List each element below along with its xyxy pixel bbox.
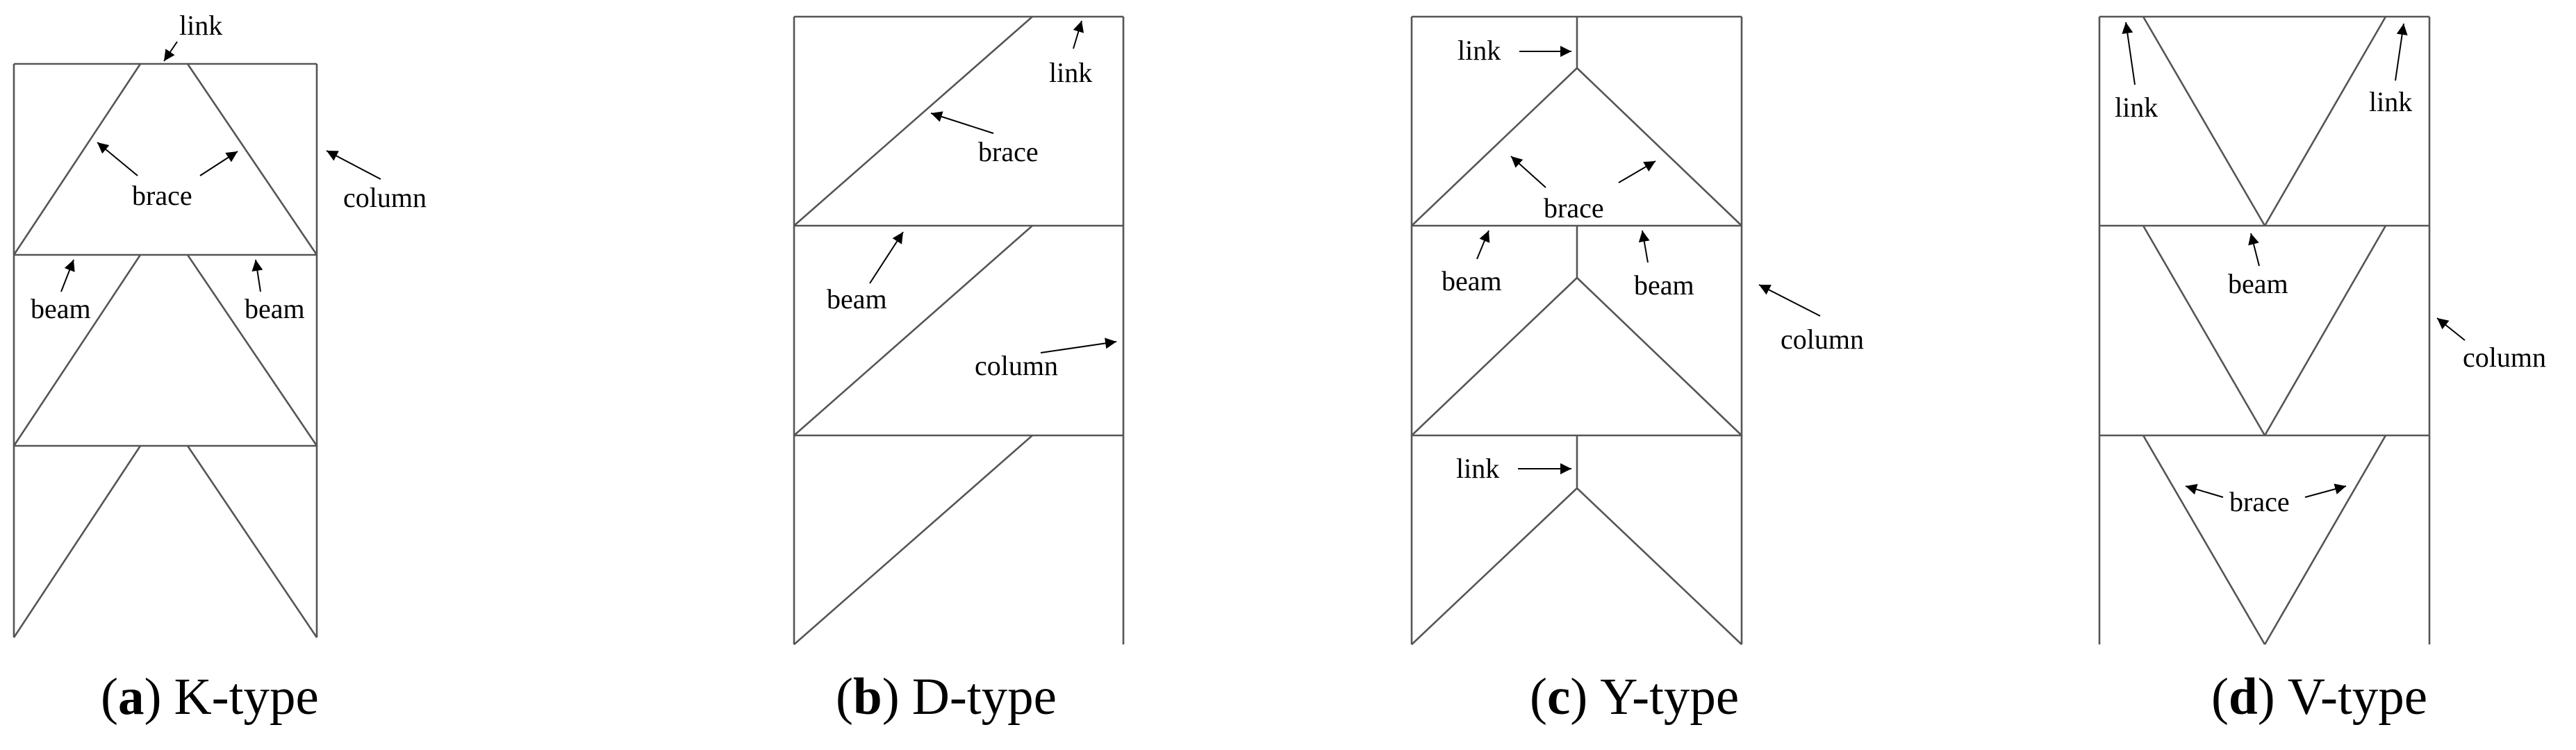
link-arrow-right (2395, 23, 2408, 81)
caption-open-paren: ( (836, 668, 853, 726)
caption-open-paren: ( (2211, 668, 2229, 726)
brace (2142, 435, 2266, 645)
beam-arrow (869, 231, 904, 284)
column-arrow (1758, 284, 1821, 317)
caption-v-type: (d)V-type (2211, 668, 2427, 726)
beam-label-right: beam (1634, 269, 1694, 301)
link-arrow-left (2122, 22, 2136, 85)
link-label: link (179, 10, 222, 41)
link-label: link (1049, 57, 1092, 88)
caption-title: D-type (912, 668, 1057, 726)
caption-letter: b (853, 668, 882, 726)
link-label-right: link (2369, 86, 2412, 117)
column-label: column (975, 350, 1058, 381)
brace (1411, 67, 1578, 226)
link-label-left: link (2115, 92, 2158, 123)
brace (1576, 488, 1742, 645)
brace-arrow (930, 111, 994, 134)
link-arrow (1073, 20, 1084, 49)
brace-arrow-left (1510, 156, 1546, 188)
brace (186, 63, 318, 256)
column-arrow (2436, 317, 2466, 341)
brace-label: brace (978, 136, 1039, 167)
caption-open-paren: ( (101, 668, 118, 726)
panel-c-y-type: link brace beam beam column link (c)Y-ty… (1410, 15, 1864, 726)
brace (13, 254, 142, 447)
brace (1576, 277, 1742, 436)
brace-arrow-right (199, 151, 238, 176)
caption-close-paren: ) (2258, 668, 2275, 726)
caption-letter: d (2229, 668, 2258, 726)
brace (1411, 277, 1578, 436)
brace (2142, 16, 2266, 226)
brace-arrow-right (2304, 483, 2347, 498)
brace-arrow-left (2185, 483, 2224, 498)
caption-letter: c (1547, 668, 1570, 726)
column-label: column (343, 182, 427, 213)
caption-k-type: (a)K-type (101, 668, 319, 726)
brace-arrow-left (97, 142, 138, 176)
caption-y-type: (c)Y-type (1530, 668, 1739, 726)
caption-close-paren: ) (1570, 668, 1587, 726)
beam-label: beam (2228, 268, 2288, 299)
brace (186, 254, 318, 447)
beam-arrow-left (1476, 230, 1490, 260)
column-label: column (2463, 342, 2546, 373)
column-arrow (1040, 338, 1117, 353)
brace (13, 63, 142, 256)
brace (2263, 435, 2387, 645)
link-arrow (163, 41, 178, 62)
caption-d-type: (b)D-type (836, 668, 1057, 726)
brace-arrow-right (1618, 160, 1656, 183)
brace (2263, 225, 2387, 436)
panel-a-k-type: link brace column beam beam (a)K-type (13, 10, 427, 726)
brace (186, 445, 318, 638)
caption-title: V-type (2288, 668, 2427, 726)
link-label-bottom: link (1456, 453, 1499, 484)
caption-close-paren: ) (144, 668, 161, 726)
brace-label: brace (132, 180, 192, 211)
link-label-top: link (1458, 35, 1501, 66)
beam-arrow-left (60, 259, 75, 292)
beam-arrow (2248, 233, 2260, 267)
y-type-frame (1410, 15, 1743, 645)
brace (793, 435, 1033, 645)
caption-title: Y-type (1600, 668, 1739, 726)
brace (2142, 225, 2266, 436)
brace-label: brace (2229, 486, 2290, 517)
beam-arrow-right (1638, 230, 1650, 263)
brace-label: brace (1544, 192, 1604, 224)
brace (2263, 16, 2387, 226)
beam-label: beam (827, 283, 887, 315)
brace (793, 16, 1033, 226)
column-label: column (1781, 324, 1864, 355)
d-type-frame (793, 15, 1125, 645)
brace (1576, 67, 1742, 226)
brace (1411, 488, 1578, 645)
beam-label-left: beam (31, 293, 91, 324)
brace (793, 225, 1033, 436)
brace (13, 445, 142, 638)
k-type-frame (13, 62, 318, 638)
beam-label-right: beam (245, 293, 305, 324)
caption-title: K-type (174, 668, 318, 726)
column-arrow (326, 150, 381, 180)
caption-open-paren: ( (1530, 668, 1547, 726)
panel-b-d-type: link brace beam column (b)D-type (793, 15, 1125, 726)
caption-letter: a (118, 668, 145, 726)
beam-arrow-right (251, 259, 263, 292)
panel-d-v-type: link link beam column brace (d)V-type (2098, 15, 2546, 726)
v-type-frame (2098, 15, 2431, 645)
caption-close-paren: ) (882, 668, 900, 726)
beam-label-left: beam (1442, 265, 1502, 297)
